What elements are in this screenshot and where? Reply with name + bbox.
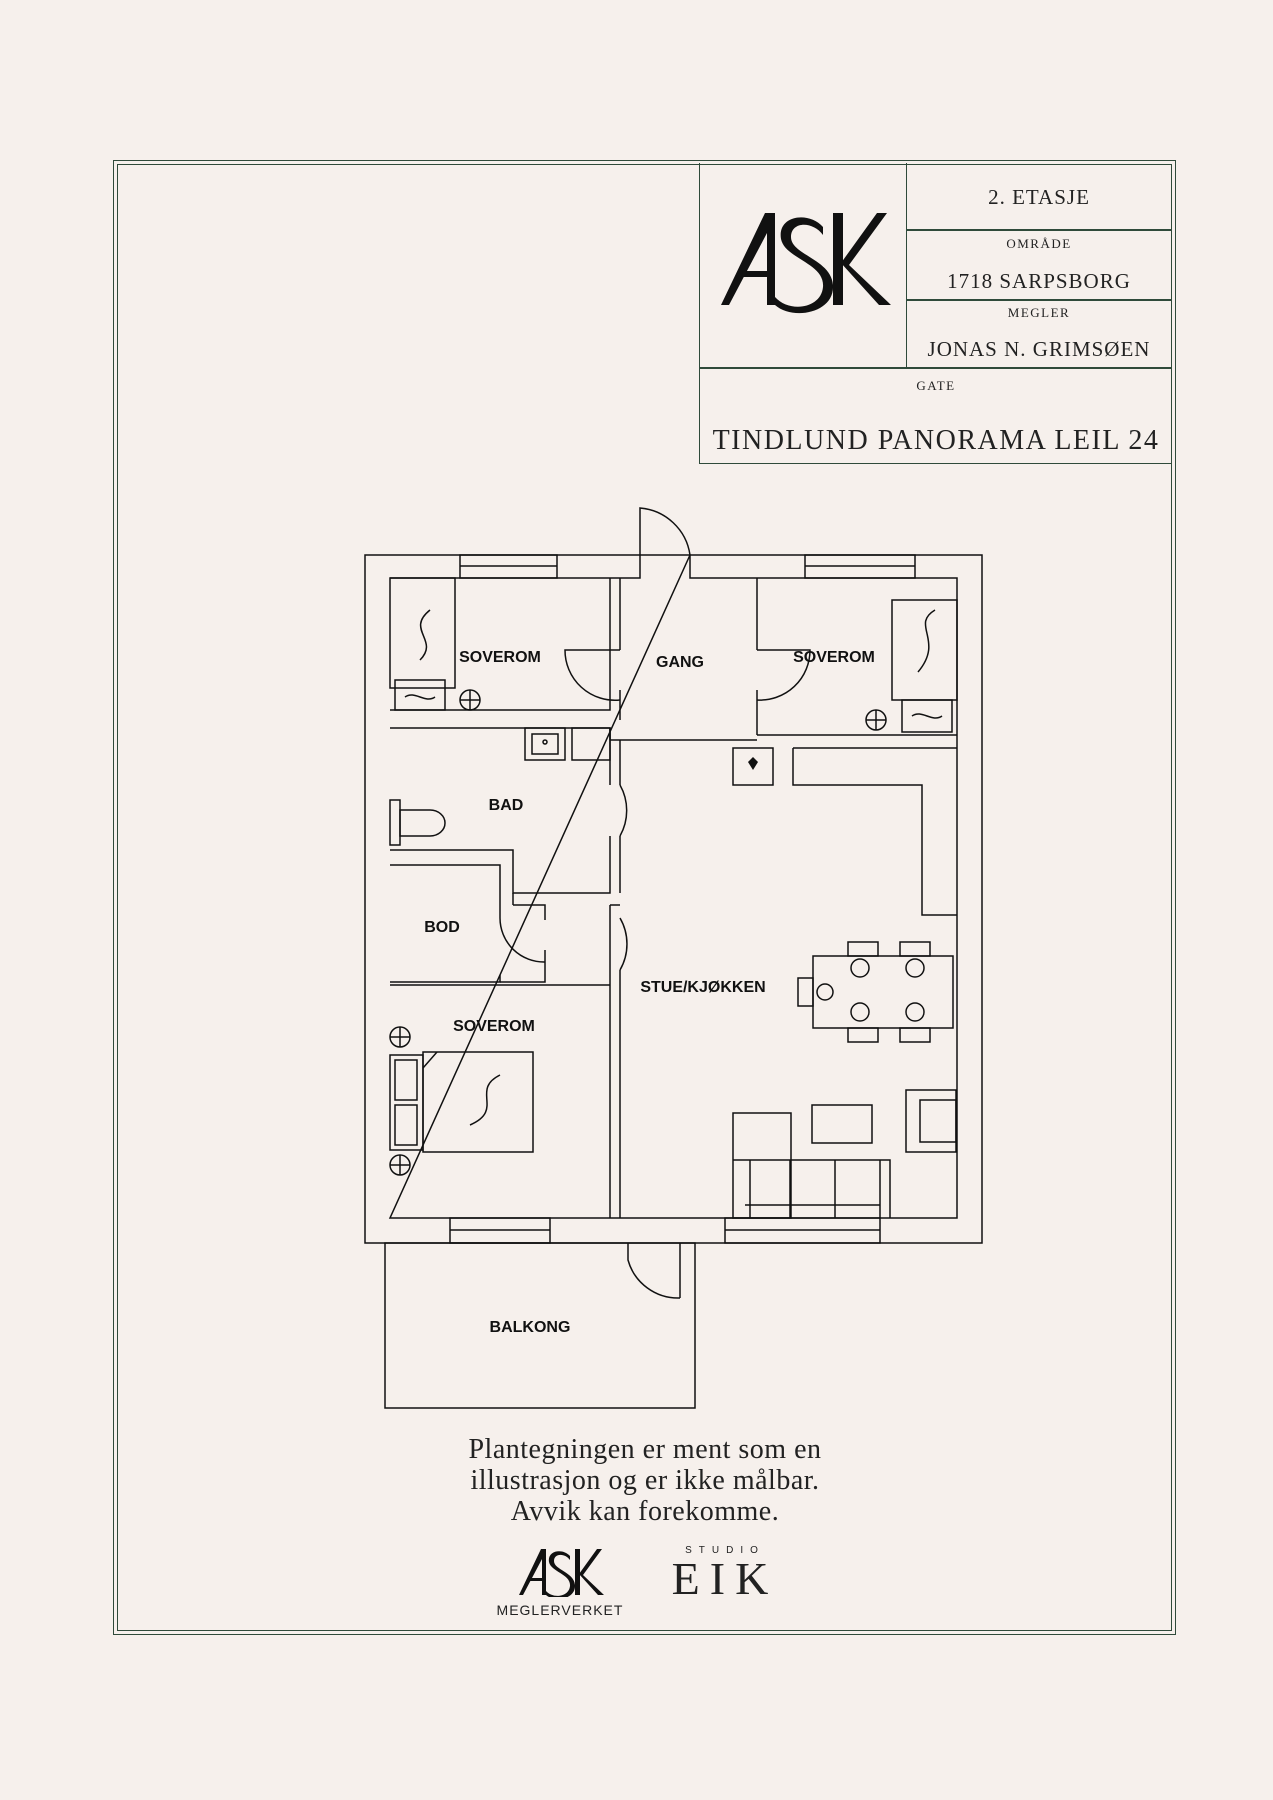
street-label: GATE — [916, 378, 956, 393]
disclaimer-line-2: illustrasjon og er ikke målbar. — [470, 1465, 820, 1496]
disclaimer: Plantegningen er ment som en illustrasjo… — [380, 1434, 910, 1527]
room-label-balcony: BALKONG — [490, 1319, 571, 1336]
disclaimer-line-1: Plantegningen er ment som en — [468, 1434, 822, 1465]
room-label-bedroom-1: SOVEROM — [459, 649, 541, 666]
broker-value: JONAS N. GRIMSØEN — [927, 337, 1151, 361]
page-frame — [113, 160, 1176, 1635]
broker-label: MEGLER — [1007, 305, 1071, 320]
ask-logo — [700, 163, 907, 367]
area-label: OMRÅDE — [1006, 236, 1072, 251]
area-value: 1718 SARPSBORG — [947, 269, 1131, 293]
eik-text: EIK — [671, 1553, 779, 1604]
ask-meglerverket-logo: MEGLERVERKET — [485, 1545, 635, 1618]
room-label-bathroom: BAD — [489, 797, 524, 814]
room-label-bedroom-3: SOVEROM — [453, 1018, 535, 1035]
room-label-storage: BOD — [424, 919, 460, 936]
studio-text: STUDIO — [685, 1545, 765, 1556]
street-value: TINDLUND PANORAMA LEIL 24 — [712, 425, 1160, 456]
room-label-living-kitchen: STUE/KJØKKEN — [640, 979, 765, 996]
studio-eik-logo: STUDIO EIK — [660, 1545, 790, 1602]
meglerverket-text: MEGLERVERKET — [496, 1602, 624, 1618]
room-label-bedroom-2: SOVEROM — [793, 649, 875, 666]
title-block: 2. ETASJE OMRÅDE 1718 SARPSBORG MEGLER J… — [699, 163, 1172, 464]
ask-logo-mark — [721, 213, 891, 314]
disclaimer-line-3: Avvik kan forekomme. — [510, 1496, 780, 1527]
floor-label: 2. ETASJE — [988, 185, 1090, 209]
room-label-hallway: GANG — [656, 654, 704, 671]
ask-logo-small — [519, 1549, 604, 1600]
stove-icon — [748, 757, 758, 770]
